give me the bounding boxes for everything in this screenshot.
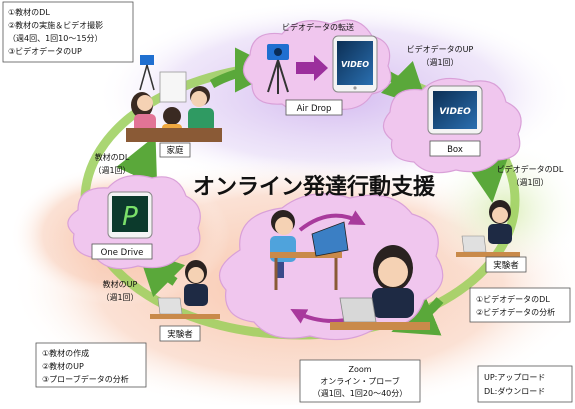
svg-text:教材のDL: 教材のDL xyxy=(95,152,130,162)
researcher-right-illustration xyxy=(456,200,520,257)
arrow-label-transfer: ビデオデータの転送 xyxy=(282,22,354,32)
svg-text:②教材のUP: ②教材のUP xyxy=(42,361,84,371)
svg-text:オンライン・プローブ: オンライン・プローブ xyxy=(320,376,400,386)
svg-text:①教材の作成: ①教材の作成 xyxy=(42,348,89,358)
svg-text:③プローブデータの分析: ③プローブデータの分析 xyxy=(42,374,129,384)
svg-text:実験者: 実験者 xyxy=(493,260,519,271)
tablet-onedrive: P xyxy=(107,191,153,239)
home-family-illustration xyxy=(126,55,222,142)
transfer-arrow-icon xyxy=(296,55,328,81)
camera-tripod-icon xyxy=(267,44,289,94)
video-label-box: VIDEO xyxy=(439,107,471,117)
node-researcher-right: 実験者 xyxy=(485,256,527,273)
node-airdrop: Air Drop xyxy=(285,99,343,116)
svg-text:ビデオデータのDL: ビデオデータのDL xyxy=(497,164,564,174)
svg-text:Air Drop: Air Drop xyxy=(297,104,332,114)
svg-text:教材のUP: 教材のUP xyxy=(103,279,138,289)
node-researcher-left: 実験者 xyxy=(159,325,201,342)
node-onedrive: One Drive xyxy=(91,243,153,260)
svg-text:家庭: 家庭 xyxy=(166,145,184,156)
home-step-1: ①教材のDL xyxy=(8,7,50,17)
svg-text:ビデオデータのUP: ビデオデータのUP xyxy=(407,44,474,54)
node-home: 家庭 xyxy=(159,142,191,158)
zoom-info-box: Zoom オンライン・プローブ （週1回、1回20〜40分） xyxy=(299,359,421,403)
researcher-left-illustration xyxy=(150,260,220,319)
svg-text:（週1回）: （週1回） xyxy=(511,178,548,187)
svg-text:One Drive: One Drive xyxy=(101,248,144,258)
onedrive-glyph-icon: P xyxy=(122,202,138,232)
svg-text:①ビデオデータのDL: ①ビデオデータのDL xyxy=(476,294,550,304)
researcher-left-steps-box: ①教材の作成 ②教材のUP ③プローブデータの分析 xyxy=(35,342,147,388)
legend-dl: DL:ダウンロード xyxy=(484,386,545,396)
svg-text:Zoom: Zoom xyxy=(348,365,371,374)
svg-text:実験者: 実験者 xyxy=(167,329,193,340)
home-steps-box: ①教材のDL ②教材の実施＆ビデオ撮影 （週4回、1回10〜15分） ③ビデオデ… xyxy=(2,1,134,63)
svg-text:ビデオデータの転送: ビデオデータの転送 xyxy=(282,22,354,32)
legend-box: UP:アップロード DL:ダウンロード xyxy=(477,365,573,403)
svg-text:（週1回、1回20〜40分）: （週1回、1回20〜40分） xyxy=(313,389,408,398)
node-box: Box xyxy=(429,140,481,157)
arrow-label-upload: ビデオデータのUP （週1回） xyxy=(407,44,474,67)
svg-text:Box: Box xyxy=(447,145,463,155)
diagram-title: オンライン発達行動支援 xyxy=(193,174,436,200)
home-step-2-freq: （週4回、1回10〜15分） xyxy=(8,34,103,43)
svg-text:（週1回）: （週1回） xyxy=(421,58,458,67)
svg-text:（週1回）: （週1回） xyxy=(101,293,138,302)
arrow-label-material-up: 教材のUP （週1回） xyxy=(101,279,138,302)
svg-text:（週1回）: （週1回） xyxy=(93,166,130,175)
tablet-video-box: VIDEO xyxy=(427,85,483,135)
home-step-3: ③ビデオデータのUP xyxy=(8,46,82,56)
arrow-label-download: ビデオデータのDL （週1回） xyxy=(497,164,564,187)
researcher-right-steps-box: ①ビデオデータのDL ②ビデオデータの分析 xyxy=(469,287,571,323)
arrow-label-material-dl: 教材のDL （週1回） xyxy=(93,152,130,175)
home-step-2: ②教材の実施＆ビデオ撮影 xyxy=(8,20,103,30)
legend-up: UP:アップロード xyxy=(484,373,545,382)
video-label-airdrop: VIDEO xyxy=(341,60,369,69)
tablet-video-airdrop: VIDEO xyxy=(332,35,378,93)
svg-text:②ビデオデータの分析: ②ビデオデータの分析 xyxy=(476,307,555,317)
zoom-session-illustration xyxy=(270,210,430,330)
